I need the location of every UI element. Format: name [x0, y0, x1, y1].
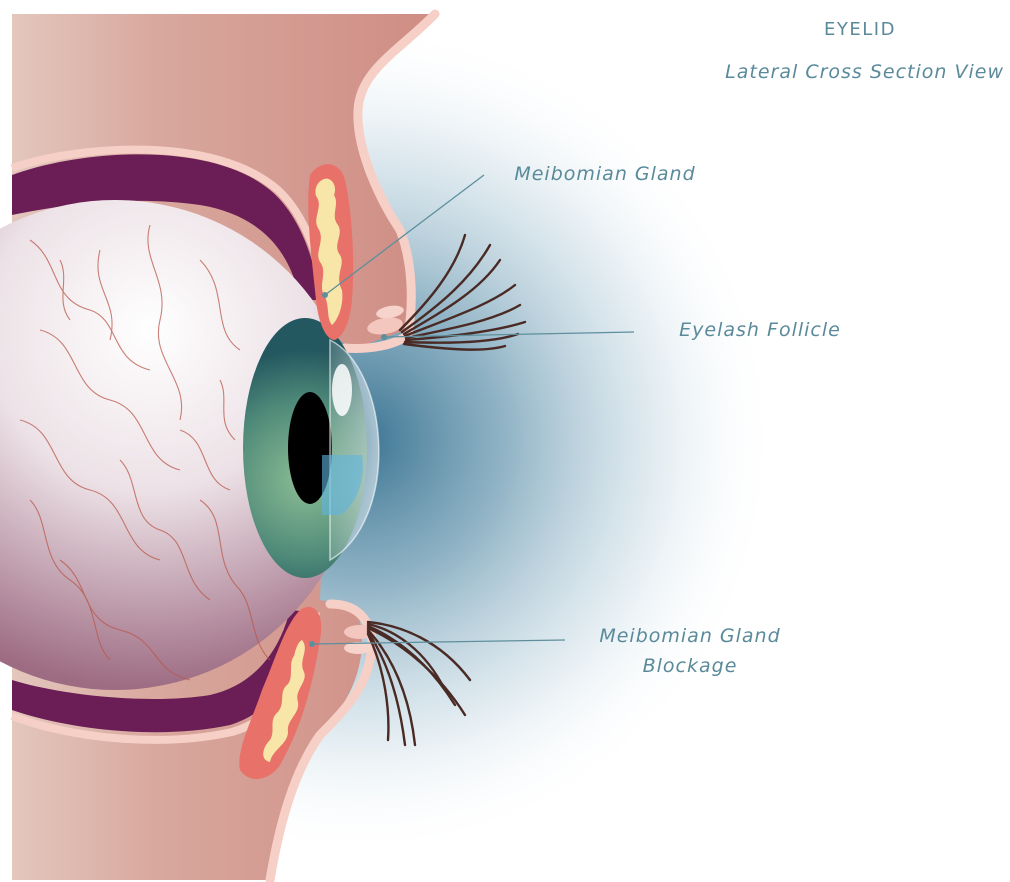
eyelash-follicle-leader-dot — [381, 334, 387, 340]
blockage-leader-dot — [309, 641, 315, 647]
eyelash-follicle-label: Eyelash Follicle — [679, 319, 841, 341]
blockage-label-line2: Blockage — [643, 655, 738, 677]
meibomian-gland-leader-dot — [322, 292, 328, 298]
diagram-title: EYELID — [824, 19, 896, 40]
blockage-label-line1: Meibomian Gland — [599, 625, 780, 647]
cornea-highlight — [332, 364, 352, 416]
meibomian-gland-label: Meibomian Gland — [514, 163, 695, 185]
diagram-subtitle: Lateral Cross Section View — [725, 61, 1004, 83]
